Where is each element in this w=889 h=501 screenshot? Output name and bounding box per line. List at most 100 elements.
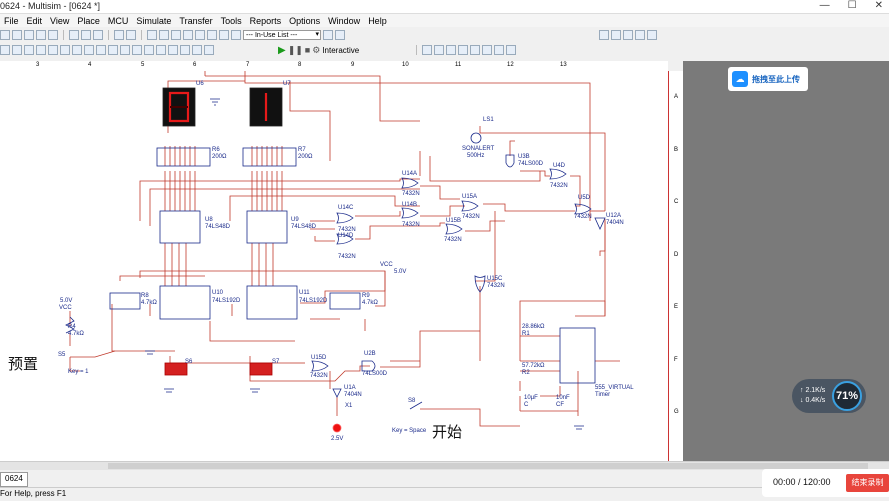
counter-u10 <box>159 285 211 320</box>
component-wizard-icon[interactable] <box>183 30 193 40</box>
advanced-peripherals-icon[interactable] <box>144 45 154 55</box>
hierarchical-block-icon[interactable] <box>192 45 202 55</box>
probe-diff-icon[interactable] <box>470 45 481 55</box>
scrollbar-thumb[interactable] <box>108 463 868 469</box>
switch-s6[interactable] <box>164 362 188 376</box>
open-folder-icon[interactable] <box>12 30 22 40</box>
label: 7432N <box>310 373 328 379</box>
menu-options[interactable]: Options <box>289 15 321 26</box>
copy-icon[interactable] <box>81 30 91 40</box>
probe-icon[interactable] <box>422 45 433 55</box>
menu-file[interactable]: File <box>4 15 19 26</box>
mixed-component-icon[interactable] <box>96 45 106 55</box>
misc-digital-icon[interactable] <box>84 45 94 55</box>
power-component-icon[interactable] <box>120 45 130 55</box>
postprocessor-icon[interactable] <box>195 30 205 40</box>
stop-recording-button[interactable]: 结束录制 <box>846 474 889 492</box>
label: R2 <box>522 370 530 376</box>
menu-simulate[interactable]: Simulate <box>136 15 172 26</box>
redo-icon[interactable] <box>126 30 136 40</box>
schematic-canvas[interactable]: U6 U7 R6 200Ω R7 200Ω U8 74LS48D U9 74LS… <box>0 71 668 461</box>
design-toolbox-icon[interactable] <box>147 30 157 40</box>
paste-icon[interactable] <box>93 30 103 40</box>
probe-ref-icon[interactable] <box>494 45 505 55</box>
erc-icon[interactable] <box>219 30 229 40</box>
mcu-component-icon[interactable] <box>180 45 190 55</box>
fullscreen-icon[interactable] <box>647 30 657 40</box>
menu-edit[interactable]: Edit <box>26 15 43 26</box>
menu-place[interactable]: Place <box>77 15 100 26</box>
nand-gate-u2b <box>361 360 376 372</box>
transistor-component-icon[interactable] <box>36 45 46 55</box>
spreadsheet-icon[interactable] <box>159 30 169 40</box>
menu-mcu[interactable]: MCU <box>107 15 129 26</box>
lightbulb-icon[interactable] <box>335 30 345 40</box>
basic-component-icon[interactable] <box>12 45 22 55</box>
bus-icon[interactable] <box>204 45 214 55</box>
probe-settings-icon[interactable] <box>506 45 517 55</box>
label: 74LS48D <box>291 224 317 230</box>
undo-icon[interactable] <box>114 30 124 40</box>
menu-view[interactable]: View <box>50 15 70 26</box>
cmos-component-icon[interactable] <box>72 45 82 55</box>
probe-current-icon[interactable] <box>446 45 457 55</box>
label: U2B <box>364 351 376 357</box>
ttl-component-icon[interactable] <box>60 45 70 55</box>
zoom-out-icon[interactable] <box>611 30 621 40</box>
minimize-button[interactable]: — <box>819 0 830 11</box>
menu-help[interactable]: Help <box>368 15 387 26</box>
rf-component-icon[interactable] <box>156 45 166 55</box>
maximize-button[interactable]: ☐ <box>847 0 857 11</box>
horizontal-scrollbar[interactable] <box>0 461 889 470</box>
in-use-list-select[interactable]: --- In-Use List --- <box>243 30 321 40</box>
print-icon[interactable] <box>36 30 46 40</box>
run-simulation-icon[interactable]: ▶ <box>278 44 286 56</box>
help-icon[interactable] <box>323 30 333 40</box>
cut-icon[interactable] <box>69 30 79 40</box>
transfer-icon[interactable] <box>231 30 241 40</box>
switch-s8-lever[interactable] <box>409 401 423 410</box>
label: U10 <box>212 290 224 296</box>
interactive-label[interactable]: Interactive <box>322 45 360 55</box>
zoom-in-icon[interactable] <box>599 30 609 40</box>
label: 57.72kΩ <box>522 363 545 369</box>
menu-transfer[interactable]: Transfer <box>179 15 213 26</box>
or-gate-u15c <box>474 275 486 293</box>
grapher-icon[interactable] <box>207 30 217 40</box>
label: U15D <box>311 355 327 361</box>
close-button[interactable]: ✕ <box>874 0 883 11</box>
label: S5 <box>58 352 66 358</box>
label: R4 <box>68 324 76 330</box>
analog-component-icon[interactable] <box>48 45 58 55</box>
status-bar: For Help, press F1 <box>0 487 889 501</box>
source-component-icon[interactable] <box>0 45 10 55</box>
upload-drop-button[interactable]: ☁ 拖拽至此上传 <box>728 67 808 91</box>
ruler-col: 11 <box>455 62 462 68</box>
misc-component-icon[interactable] <box>132 45 142 55</box>
database-icon[interactable] <box>171 30 181 40</box>
tab-0624[interactable]: 0624 <box>0 472 28 487</box>
label: S7 <box>272 359 280 365</box>
label: R8 <box>141 293 149 299</box>
probe-digital-icon[interactable] <box>482 45 493 55</box>
print-preview-icon[interactable] <box>48 30 58 40</box>
menu-tools[interactable]: Tools <box>220 15 242 26</box>
stop-simulation-icon[interactable]: ■ <box>304 45 311 55</box>
switch-s7[interactable] <box>249 362 273 376</box>
diode-component-icon[interactable] <box>24 45 34 55</box>
pause-simulation-icon[interactable]: ❚❚ <box>287 44 303 55</box>
save-icon[interactable] <box>24 30 34 40</box>
interactive-icon[interactable]: ⚙ <box>312 44 321 55</box>
zoom-area-icon[interactable] <box>623 30 633 40</box>
label: 7404N <box>606 220 624 226</box>
display-digits <box>168 91 268 123</box>
probe-voltage-icon[interactable] <box>434 45 445 55</box>
electromechanical-icon[interactable] <box>168 45 178 55</box>
zoom-sheet-icon[interactable] <box>635 30 645 40</box>
menu-window[interactable]: Window <box>328 15 361 26</box>
probe-power-icon[interactable] <box>458 45 469 55</box>
indicator-component-icon[interactable] <box>108 45 118 55</box>
menu-reports[interactable]: Reports <box>249 15 282 26</box>
network-speed-widget[interactable]: ↑ 2.1K/s ↓ 0.4K/s 71% <box>792 379 866 413</box>
new-file-icon[interactable] <box>0 30 10 40</box>
